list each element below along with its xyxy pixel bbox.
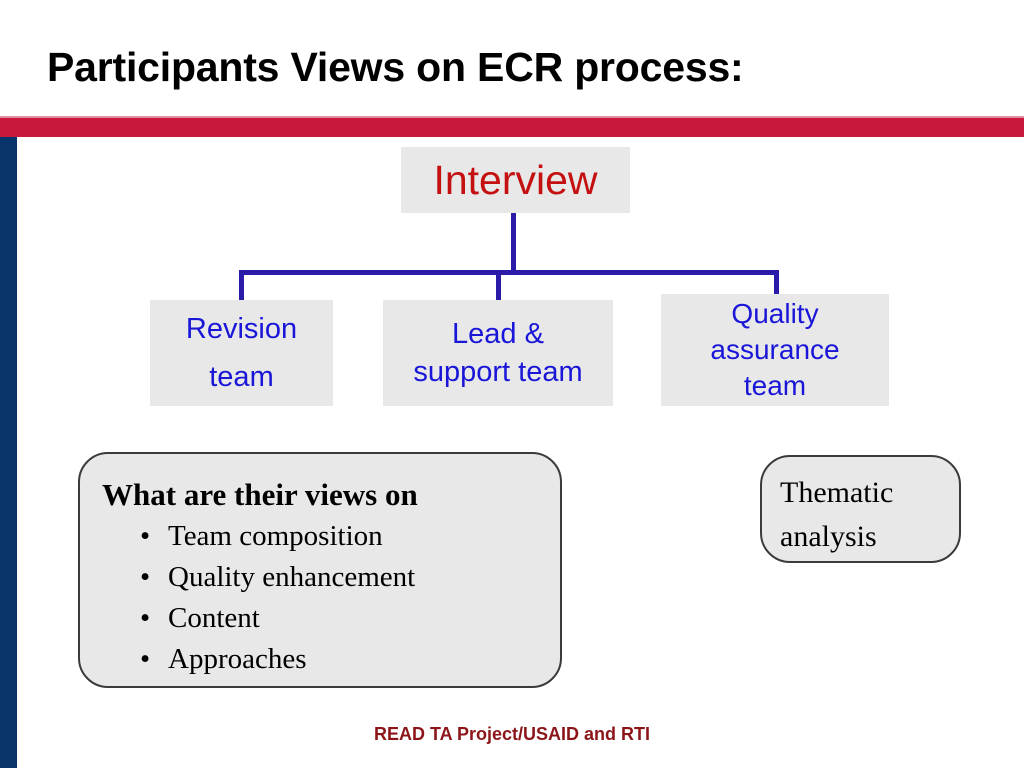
callout-views-list: • Team composition • Quality enhancement… — [102, 516, 542, 680]
title-underline-highlight — [0, 116, 1024, 118]
node-interview-label: Interview — [433, 157, 598, 203]
connector-drop-lead-support — [496, 270, 501, 302]
node-quality-assurance-team-line3: team — [743, 370, 807, 401]
callout-views: What are their views on • Team compositi… — [78, 452, 562, 688]
callout-thematic-analysis-line2: analysis — [780, 520, 877, 553]
list-item: • Content — [140, 598, 542, 639]
callout-thematic-analysis-line1: Thematic — [780, 476, 894, 509]
node-lead-support-team-line2: support team — [413, 356, 583, 388]
bullet-icon: • — [140, 561, 151, 593]
node-revision-team: Revision team — [150, 300, 333, 406]
bullet-icon: • — [140, 520, 151, 552]
page-title: Participants Views on ECR process: — [47, 44, 744, 90]
node-revision-team-line2: team — [209, 361, 274, 393]
node-lead-support-team-line1: Lead & — [452, 318, 544, 350]
left-side-bar — [0, 137, 17, 768]
bullet-icon: • — [140, 602, 151, 634]
connector-drop-revision — [239, 270, 244, 302]
list-item: • Quality enhancement — [140, 557, 542, 598]
connector-drop-quality — [774, 270, 779, 296]
list-item-label: Quality enhancement — [168, 561, 416, 593]
title-accent-bar — [0, 118, 1024, 137]
node-lead-support-team: Lead & support team — [383, 300, 613, 406]
connector-horizontal-bus — [239, 270, 779, 275]
callout-views-heading: What are their views on — [102, 477, 418, 512]
list-item: • Approaches — [140, 639, 542, 680]
list-item-label: Approaches — [168, 643, 307, 675]
bullet-icon: • — [140, 643, 151, 675]
footer-credit: READ TA Project/USAID and RTI — [373, 724, 651, 744]
node-quality-assurance-team-line2: assurance — [710, 334, 840, 365]
list-item: • Team composition — [140, 516, 542, 557]
connector-stem-interview — [511, 213, 516, 273]
node-quality-assurance-team-line1: Quality — [731, 298, 819, 329]
callout-thematic-analysis: Thematic analysis — [760, 455, 961, 563]
list-item-label: Team composition — [168, 520, 383, 552]
node-interview: Interview — [401, 147, 630, 213]
list-item-label: Content — [168, 602, 260, 634]
node-quality-assurance-team: Quality assurance team — [661, 294, 889, 406]
node-revision-team-line1: Revision — [185, 313, 298, 345]
